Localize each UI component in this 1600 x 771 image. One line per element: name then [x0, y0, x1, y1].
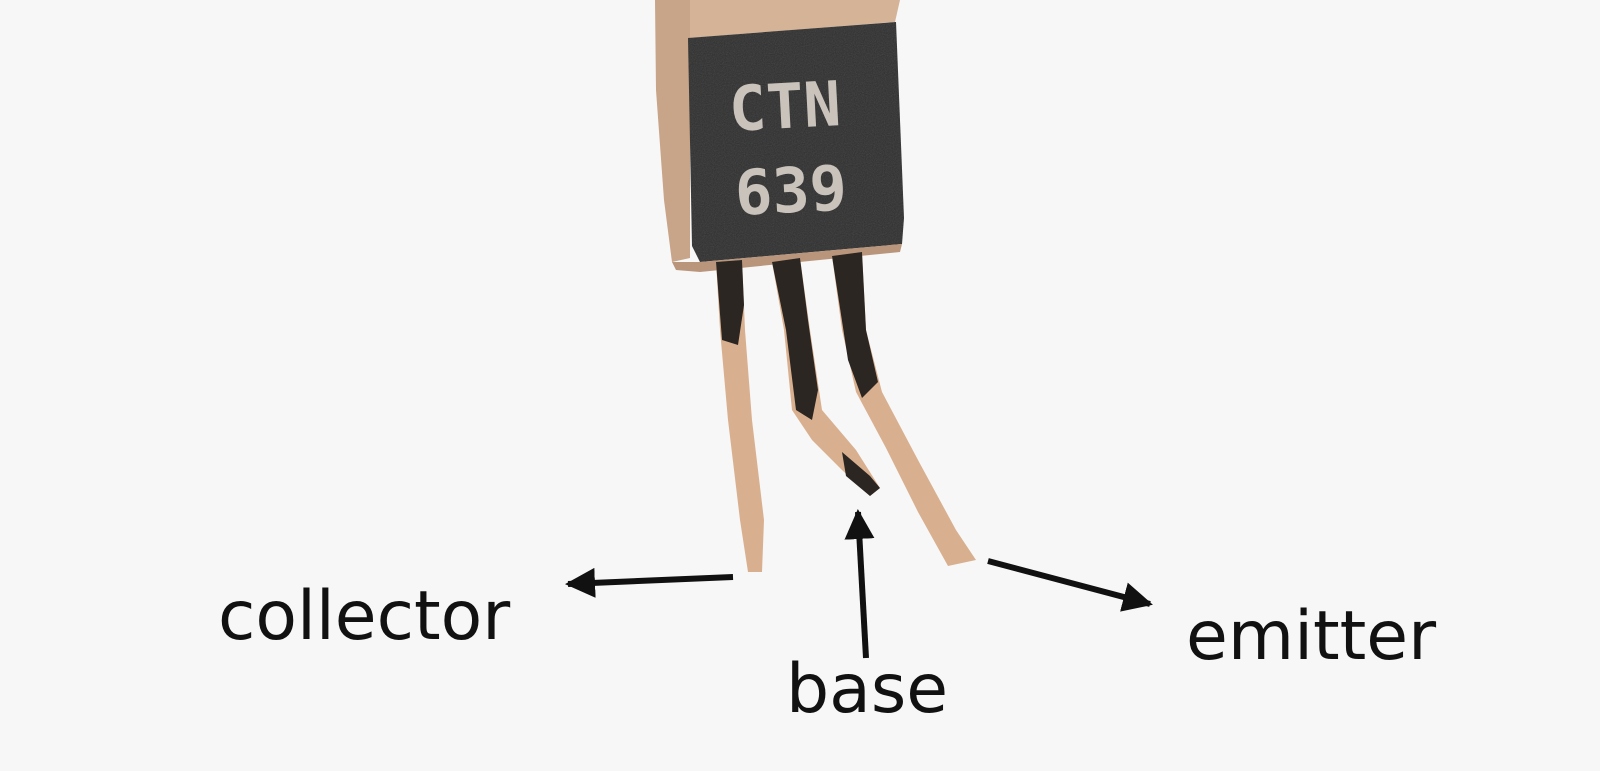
base-lead — [772, 258, 880, 496]
marking-line-2: 639 — [733, 151, 849, 230]
collector-arrow — [565, 567, 734, 598]
marking-line-1: CTN — [727, 67, 843, 146]
body-top-rim — [690, 0, 900, 38]
body-side — [655, 0, 690, 262]
base-label: base — [786, 650, 949, 729]
collector-lead — [716, 260, 764, 572]
emitter-label: emitter — [1186, 597, 1437, 676]
collector-label: collector — [218, 577, 511, 656]
base-arrow — [844, 509, 875, 659]
emitter-lead — [832, 252, 976, 566]
emitter-arrow — [987, 558, 1153, 612]
transistor-body: CTN 639 — [655, 0, 904, 272]
